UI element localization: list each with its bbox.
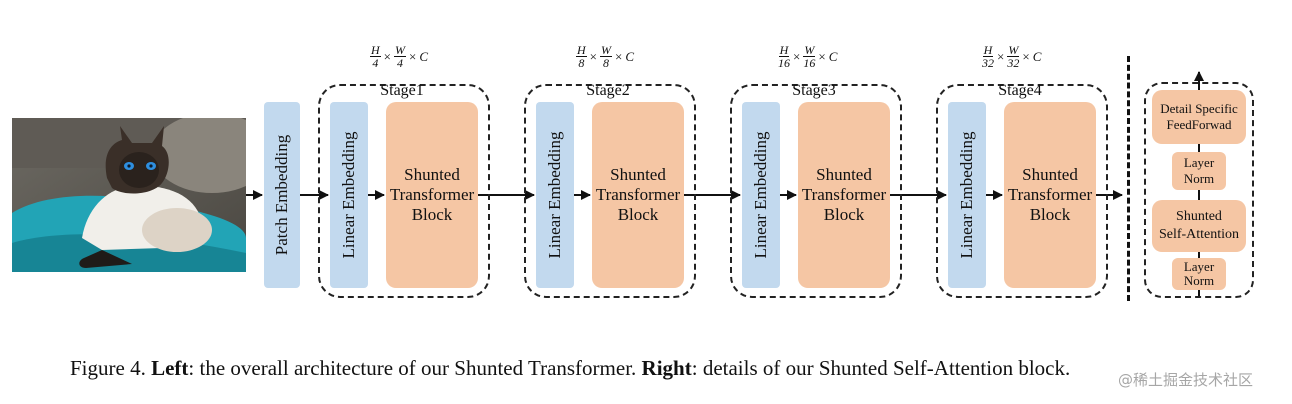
patch-embedding-block: Patch Embedding [264, 102, 300, 288]
stage3-linear-embedding: Linear Embedding [742, 102, 780, 288]
stage1-transformer-block: Shunted Transformer Block [386, 102, 478, 288]
stage1-label: Stage1 [380, 82, 424, 99]
stage4-label: Stage4 [998, 82, 1042, 99]
stage3-container [730, 84, 902, 298]
detail-feedforward-block: Detail Specific FeedForwad [1152, 90, 1246, 144]
stage2-linear-embedding: Linear Embedding [536, 102, 574, 288]
stage3-label: Stage3 [792, 82, 836, 99]
detail-layer-norm-top: Layer Norm [1172, 152, 1226, 190]
stage3-transformer-block: Shunted Transformer Block [798, 102, 890, 288]
stage1-linear-embedding: Linear Embedding [330, 102, 368, 288]
input-cat-image [12, 118, 246, 272]
stage2-transformer-block: Shunted Transformer Block [592, 102, 684, 288]
detail-block-container [1144, 82, 1254, 298]
stage4-container [936, 84, 1108, 298]
watermark: @稀土掘金技术社区 [1118, 371, 1254, 389]
stage4-transformer-block: Shunted Transformer Block [1004, 102, 1096, 288]
patch-embedding-label: Patch Embedding [272, 134, 291, 256]
stage2-label: Stage2 [586, 82, 630, 99]
stage1-container [318, 84, 490, 298]
detail-layer-norm-bottom: Layer Norm [1172, 258, 1226, 290]
stage4-linear-embedding: Linear Embedding [948, 102, 986, 288]
detail-self-attention-block: Shunted Self-Attention [1152, 200, 1246, 252]
section-divider [1127, 56, 1130, 301]
figure-caption: Figure 4. Left: the overall architecture… [70, 356, 1071, 380]
stage2-container [524, 84, 696, 298]
